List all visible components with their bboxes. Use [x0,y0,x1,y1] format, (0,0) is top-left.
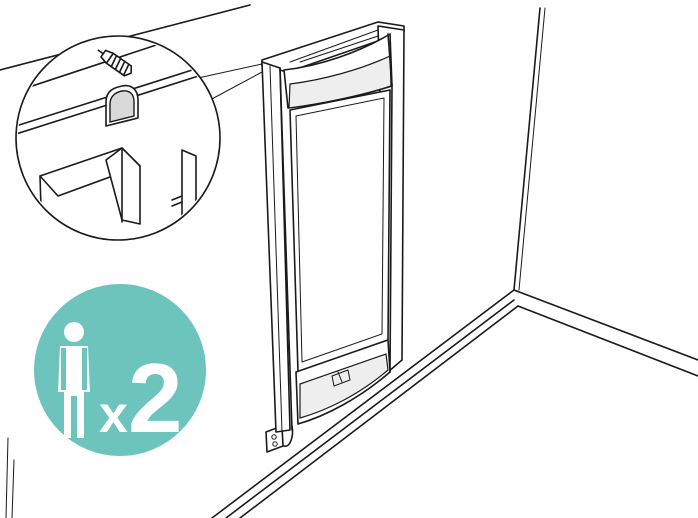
wall-cabinet [261,21,405,447]
skirting-right-top [513,289,698,361]
skirting-mid [225,299,515,518]
skirting-top [211,289,515,518]
floor-mark-left [5,437,9,518]
multiplier-prefix: x [99,386,128,444]
skirting-bottom [239,305,519,518]
room [0,4,698,518]
callout-leader-bottom [209,71,263,101]
power-cable [283,425,294,447]
person-icon [58,322,90,438]
two-person-badge: x 2 [34,284,206,456]
callout-leader-top [197,63,263,79]
skirting-right-bottom [517,305,698,377]
wall-corner-line-inner [518,7,546,291]
detail-callout [15,35,263,241]
screw-icon [97,49,133,77]
multiplier-value: 2 [128,343,183,453]
floor-mark-left-2 [11,459,15,518]
wall-corner-line [513,7,541,291]
